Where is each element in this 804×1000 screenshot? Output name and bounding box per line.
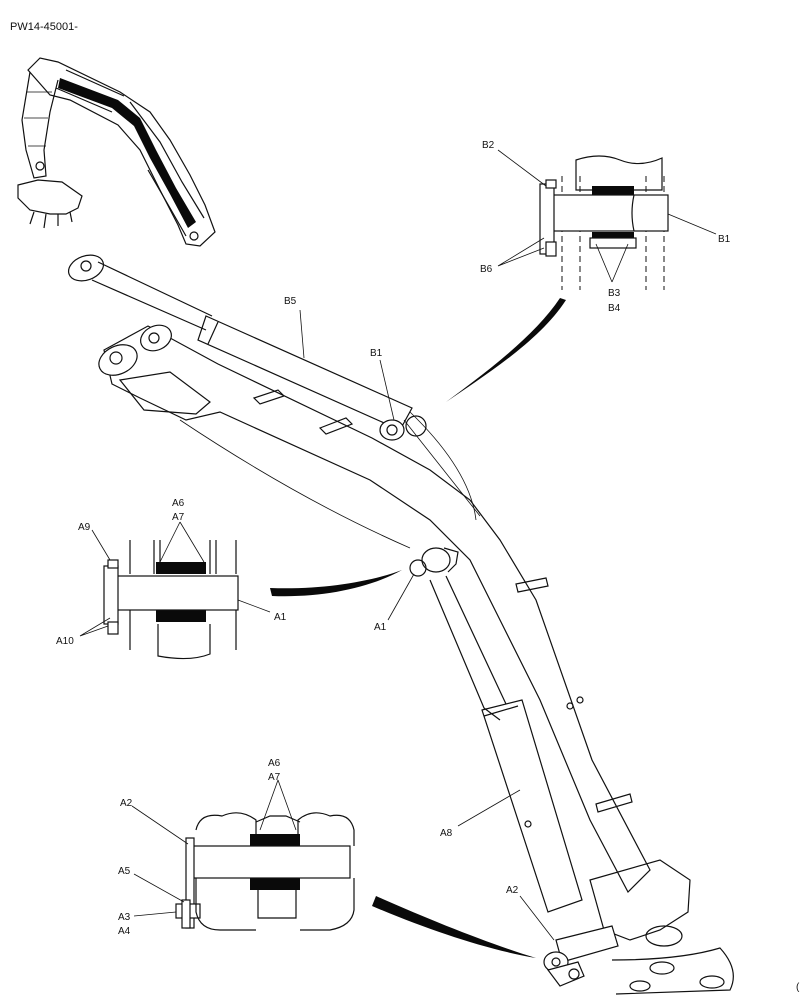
corner-mark: ( bbox=[796, 982, 800, 993]
callout-b2: B2 bbox=[482, 140, 495, 151]
callout-a2-detail: A2 bbox=[120, 798, 133, 809]
callout-a3: A3 bbox=[118, 912, 131, 923]
callout-a9: A9 bbox=[78, 522, 91, 533]
callout-a1-detail: A1 bbox=[274, 612, 287, 623]
callout-a10: A10 bbox=[56, 636, 74, 647]
callout-a8: A8 bbox=[440, 828, 453, 839]
callout-b1-main: B1 bbox=[370, 348, 383, 359]
callout-a5: A5 bbox=[118, 866, 131, 877]
detail-a1-pointer bbox=[270, 570, 402, 597]
callout-b6: B6 bbox=[480, 264, 493, 275]
drawing-number: PW14-45001- bbox=[10, 21, 78, 33]
callout-a7-mid: A7 bbox=[172, 512, 185, 523]
callout-b3: B3 bbox=[608, 288, 621, 299]
callout-a2-main: A2 bbox=[506, 885, 519, 896]
callout-a6-mid: A6 bbox=[172, 498, 185, 509]
excavator-thumbnail bbox=[17, 57, 216, 247]
detail-a2-pin-assembly: A6 A7 A2 A5 A3 A4 bbox=[118, 758, 355, 937]
callout-a6-low: A6 bbox=[268, 758, 281, 769]
detail-b-pointer bbox=[446, 298, 566, 402]
callout-a4: A4 bbox=[118, 926, 131, 937]
detail-a1-pin-assembly: A6 A7 A9 A10 A1 bbox=[56, 498, 287, 660]
detail-a2-pointer bbox=[372, 896, 536, 958]
detail-b-pin-assembly: B2 B6 B1 B3 B4 bbox=[480, 140, 731, 314]
callout-b5: B5 bbox=[284, 296, 297, 307]
callout-a7-low: A7 bbox=[268, 772, 281, 783]
callout-b4: B4 bbox=[608, 303, 621, 314]
callout-b1-detail: B1 bbox=[718, 234, 731, 245]
callout-a1-main: A1 bbox=[374, 622, 387, 633]
boom-assembly: B5 B1 A1 A8 A2 bbox=[67, 254, 734, 995]
